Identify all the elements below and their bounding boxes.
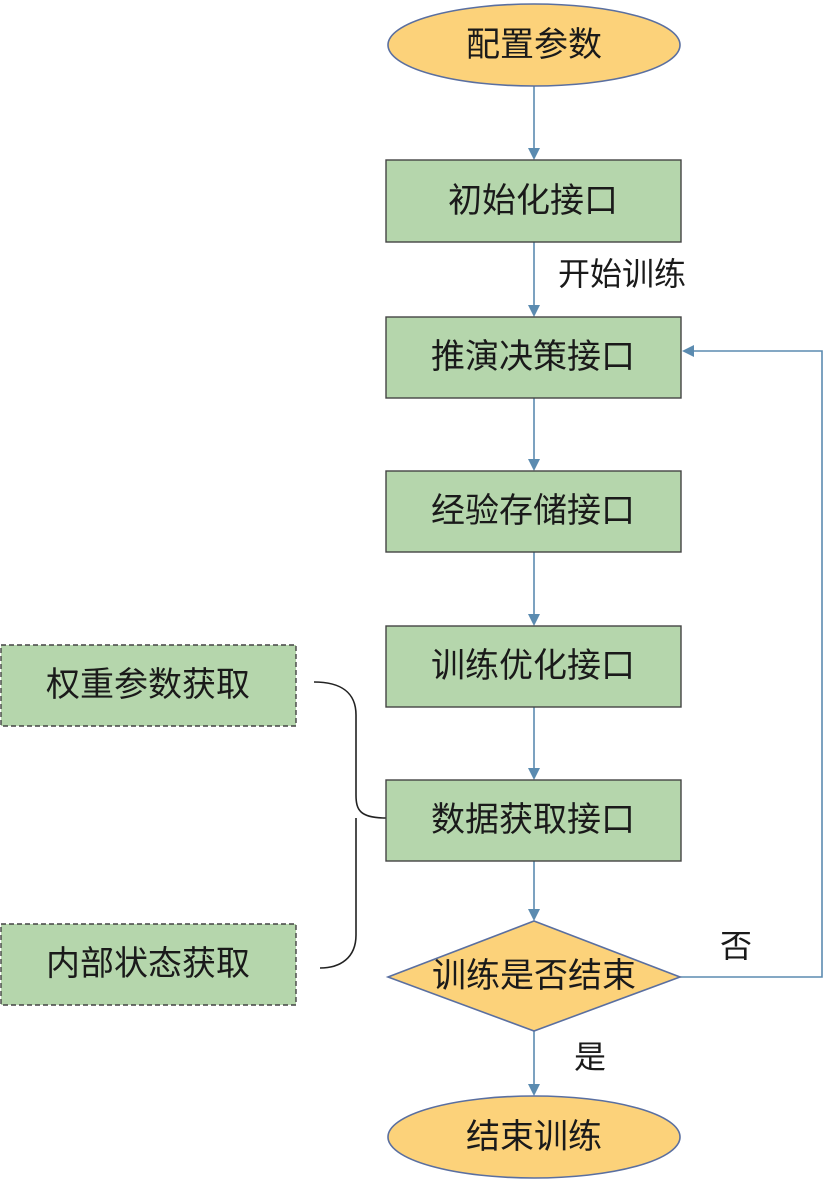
init-box — [385, 159, 682, 243]
data-fetch-node: 数据获取接口 — [385, 779, 682, 862]
optimize-box — [385, 625, 682, 708]
storage-node: 经验存储接口 — [385, 470, 682, 553]
storage-box — [385, 470, 682, 553]
inference-label: 推演决策接口 — [431, 337, 635, 377]
start-node: 配置参数 — [387, 3, 681, 87]
end-shape — [387, 1095, 681, 1179]
start-label: 配置参数 — [466, 25, 602, 65]
start-training-label: 开始训练 — [558, 255, 686, 293]
loop-back-arrow — [680, 345, 823, 978]
grouping-brace — [313, 681, 387, 969]
internal-state-node: 内部状态获取 — [0, 923, 297, 1006]
init-label: 初始化接口 — [448, 181, 618, 221]
optimize-node: 训练优化接口 — [385, 625, 682, 708]
data-fetch-label: 数据获取接口 — [431, 800, 635, 840]
start-shape — [387, 3, 681, 87]
connectors — [528, 84, 823, 1096]
decision-label: 训练是否结束 — [432, 956, 636, 996]
inference-node: 推演决策接口 — [385, 316, 682, 399]
end-node: 结束训练 — [387, 1095, 681, 1179]
no-label: 否 — [720, 927, 752, 965]
decision-node: 训练是否结束 — [385, 920, 683, 1032]
weights-node: 权重参数获取 — [0, 644, 297, 727]
weights-label: 权重参数获取 — [46, 665, 250, 705]
internal-state-box — [0, 923, 297, 1006]
storage-label: 经验存储接口 — [431, 491, 635, 531]
data-fetch-box — [385, 779, 682, 862]
optimize-label: 训练优化接口 — [431, 646, 635, 686]
end-label: 结束训练 — [466, 1117, 602, 1157]
init-node: 初始化接口 — [385, 159, 682, 243]
internal-state-label: 内部状态获取 — [46, 944, 250, 984]
inference-box — [385, 316, 682, 399]
decision-diamond — [385, 920, 683, 1032]
yes-label: 是 — [574, 1038, 606, 1076]
weights-box — [0, 644, 297, 727]
